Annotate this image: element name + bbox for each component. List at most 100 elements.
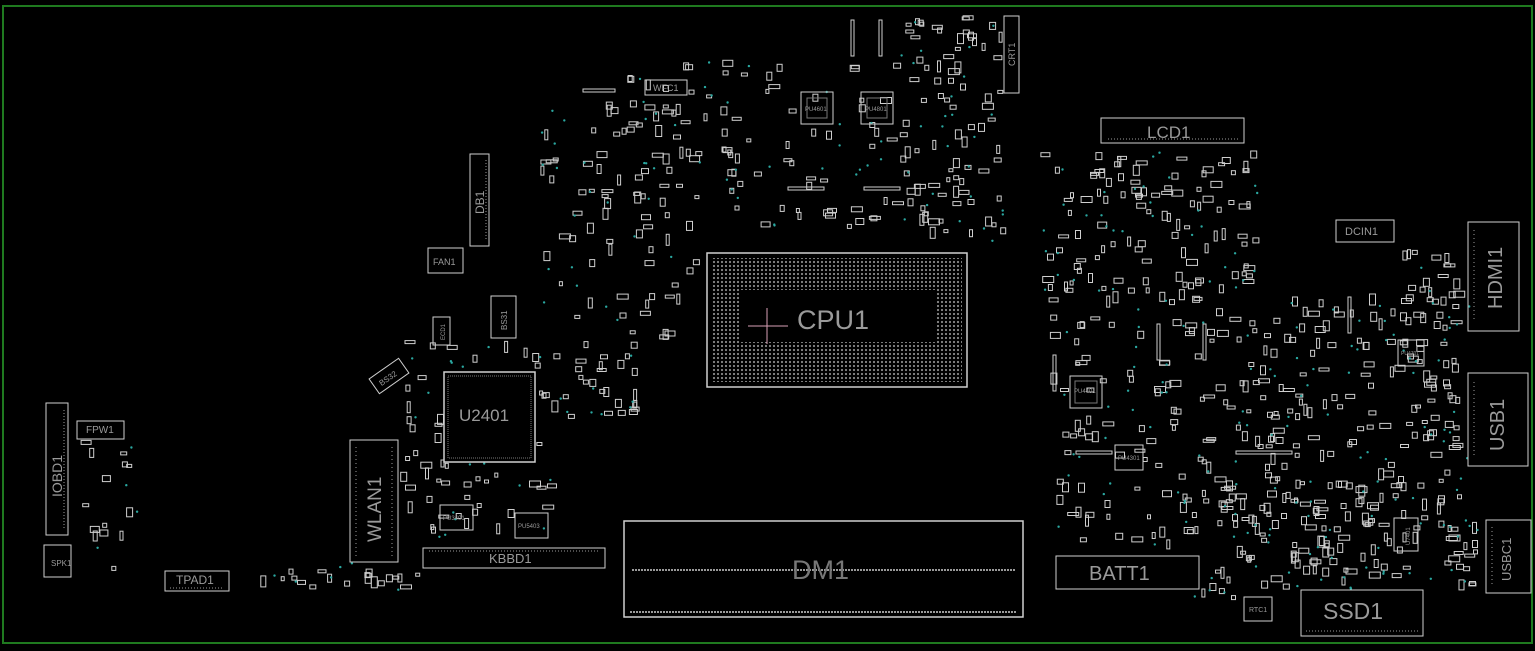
via [1309, 500, 1313, 503]
pu4701-chip[interactable]: PU4701 [1397, 339, 1425, 367]
passive-component [1436, 311, 1444, 319]
wlan-slot[interactable]: WLAN1 [349, 439, 399, 563]
passive-component [1236, 336, 1242, 343]
via [1223, 591, 1226, 594]
via [673, 123, 677, 127]
passive-component [1312, 507, 1319, 514]
via [350, 562, 354, 565]
crt-connector[interactable]: CRT1 [1003, 15, 1020, 94]
passive-component [1360, 552, 1366, 562]
passive-component [415, 572, 421, 577]
passive-component [954, 46, 961, 51]
battery-connector[interactable]: BATT1 [1055, 555, 1200, 590]
u7401-chip[interactable]: U7401 [1393, 517, 1419, 552]
fpw-connector[interactable]: FPW1 [76, 420, 125, 440]
pu4801-chip[interactable]: PU4801 [860, 91, 894, 125]
via [1185, 520, 1188, 524]
passive-component [405, 456, 411, 461]
passive-component [641, 214, 651, 221]
keyboard-label: KBBD1 [489, 551, 532, 566]
passive-component [746, 138, 752, 143]
passive-component [688, 89, 695, 95]
passive-component [1415, 404, 1421, 409]
passive-component [397, 573, 403, 583]
pu4601-chip[interactable]: PU4601 [800, 91, 834, 125]
board-outline [2, 5, 1533, 644]
passive-component [400, 471, 408, 482]
via [1312, 367, 1315, 371]
passive-component [1270, 433, 1276, 443]
pu4301-chip[interactable]: PU4301 [1114, 444, 1144, 471]
pu5403-chip[interactable]: PU5403 [514, 512, 549, 539]
bios-chip-2[interactable]: BS32 [368, 357, 410, 395]
cpu-package[interactable]: CPU1 [706, 252, 968, 388]
dc-in-connector[interactable]: DCIN1 [1335, 219, 1395, 243]
passive-component [1453, 278, 1461, 290]
via [1121, 230, 1124, 233]
via [438, 535, 441, 538]
keyboard-connector[interactable]: KBBD1 [422, 547, 606, 569]
debug-connector[interactable]: DB1 [469, 153, 490, 247]
passive-component [1216, 329, 1229, 337]
fan-connector[interactable]: FAN1 [427, 247, 464, 274]
passive-component [1444, 560, 1452, 566]
passive-component [507, 509, 515, 518]
via [1100, 214, 1103, 217]
speaker-connector[interactable]: SPK1 [43, 544, 72, 578]
passive-component [1201, 489, 1206, 497]
passive-component [558, 233, 571, 240]
passive-component [1064, 450, 1072, 456]
pu4401-chip[interactable]: PU4401 [1069, 375, 1103, 409]
passive-component [1058, 234, 1070, 239]
passive-component [1389, 366, 1394, 378]
ecd-part[interactable]: ECD1 [432, 316, 451, 346]
via [1242, 279, 1245, 282]
passive-component [1159, 360, 1171, 366]
passive-component [997, 89, 1004, 94]
memory-socket[interactable]: DM1 [623, 520, 1024, 618]
passive-component [1145, 287, 1150, 294]
bios-chip-1[interactable]: BS31 [490, 295, 517, 339]
passive-component [666, 166, 673, 174]
via [1328, 528, 1332, 532]
via [549, 478, 552, 482]
via [919, 125, 923, 128]
via [900, 54, 903, 57]
hdmi-port[interactable]: HDMI1 [1467, 221, 1520, 332]
via [643, 161, 646, 165]
wfc-connector[interactable]: WFC1 [644, 79, 688, 96]
via [1320, 578, 1323, 581]
passive-component [1364, 522, 1371, 528]
touchpad-connector[interactable]: TPAD1 [164, 570, 230, 592]
passive-component [673, 134, 681, 140]
ssd-connector[interactable]: SSD1 [1300, 589, 1424, 637]
passive-component [1321, 525, 1327, 532]
usb-c-port[interactable]: USBC1 [1485, 519, 1532, 594]
via [1097, 289, 1101, 292]
io-board-connector[interactable]: IOBD1 [45, 402, 69, 536]
passive-component [1265, 472, 1272, 479]
passive-component [1378, 318, 1383, 331]
ec-chip[interactable]: U2401 [443, 371, 536, 463]
lcd-connector[interactable]: LCD1 [1100, 117, 1245, 144]
passive-component [1146, 438, 1157, 445]
passive-component [1161, 190, 1174, 195]
passive-component [987, 117, 996, 122]
via [1232, 535, 1236, 538]
passive-component [1407, 249, 1411, 260]
passive-component [280, 576, 285, 582]
passive-component [1225, 499, 1233, 504]
passive-component [1118, 173, 1124, 182]
via [1234, 286, 1238, 289]
passive-component [1443, 379, 1450, 387]
passive-component [1134, 246, 1143, 253]
pu3401-chip[interactable]: PU3401 [439, 504, 474, 531]
via [487, 345, 490, 349]
usb-a-port[interactable]: USB1 [1467, 372, 1529, 467]
passive-component [1396, 546, 1403, 554]
rtc-battery[interactable]: RTC1 [1243, 596, 1273, 622]
passive-component [1452, 436, 1460, 442]
usb-a-label: USB1 [1487, 399, 1509, 451]
passive-component [1215, 384, 1226, 392]
via [1420, 266, 1423, 269]
